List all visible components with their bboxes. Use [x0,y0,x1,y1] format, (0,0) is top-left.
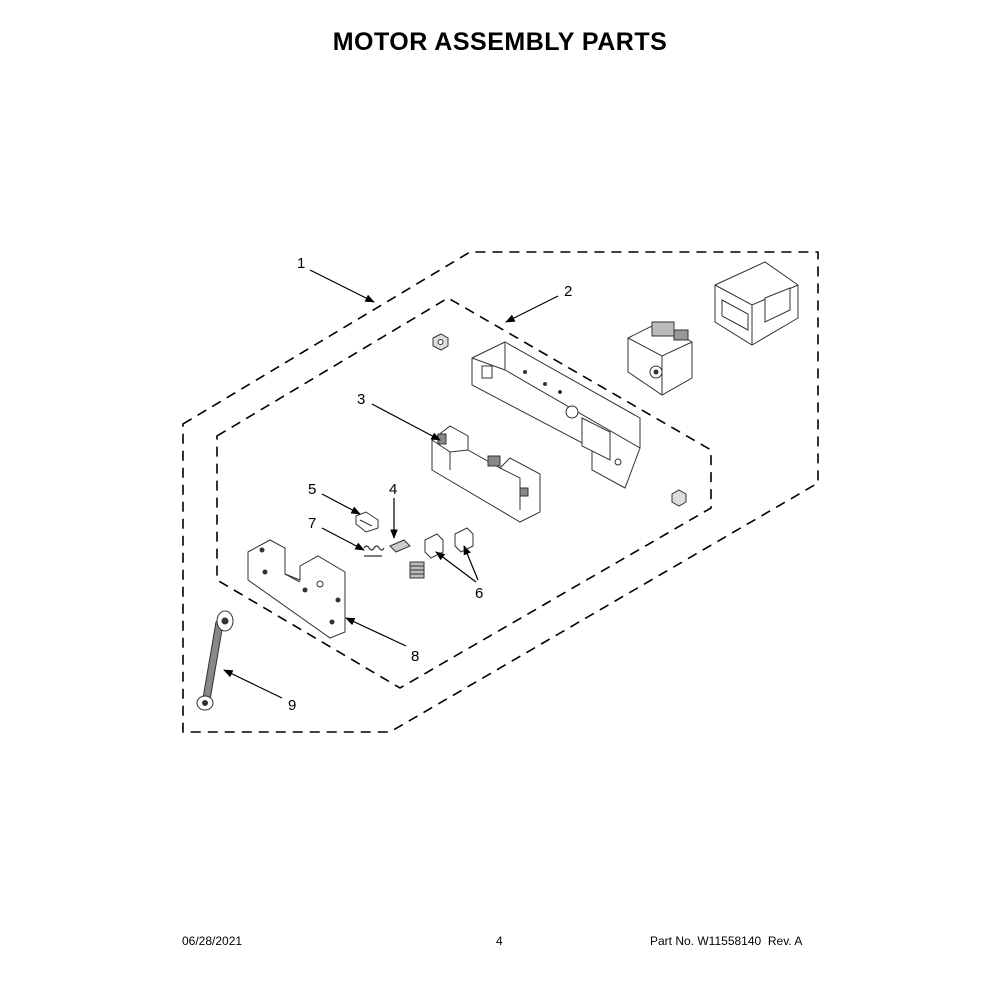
callout-8: 8 [411,648,419,665]
mounting-bracket-part [471,341,641,489]
leader-8 [345,617,407,647]
revision: A [794,934,803,948]
footer-part-info: Part No. W11558140 Rev. A [650,934,802,948]
leader-9 [223,669,283,699]
leader-1 [309,269,375,303]
gear-motor-part [627,321,693,396]
clip-part [355,511,379,533]
switch-parts [409,527,474,579]
callout-7: 7 [308,515,316,532]
assembly-boundary-outer [182,251,819,733]
nut-part [432,333,449,351]
callout-1: 1 [297,255,305,272]
cam-plate-part [247,539,346,639]
footer-page-number: 4 [496,934,503,948]
actuator-housing-part [431,425,541,523]
callout-9: 9 [288,697,296,714]
pin-part [389,539,411,553]
callout-2: 2 [564,283,572,300]
callout-5: 5 [308,481,316,498]
leader-7 [321,527,365,551]
leader-6b [463,545,479,581]
leader-6a [435,551,477,583]
motor-cover-part [714,261,799,346]
leader-5 [321,493,361,515]
leader-3 [371,403,441,441]
leader-2 [505,295,559,323]
part-number: W11558140 [697,934,762,948]
callout-3: 3 [357,391,365,408]
page-title: MOTOR ASSEMBLY PARTS [332,28,668,56]
callout-4: 4 [389,481,397,498]
footer-date: 06/28/2021 [182,934,243,948]
assembly-boundary-inner [216,297,712,689]
callout-6: 6 [475,585,483,602]
revision-label: Rev. [767,934,792,948]
nut-part-lower [671,489,687,507]
spring-part [363,545,385,557]
drive-link-part [196,610,234,711]
callout-leaders [223,269,559,699]
part-number-label: Part No. [650,934,695,948]
